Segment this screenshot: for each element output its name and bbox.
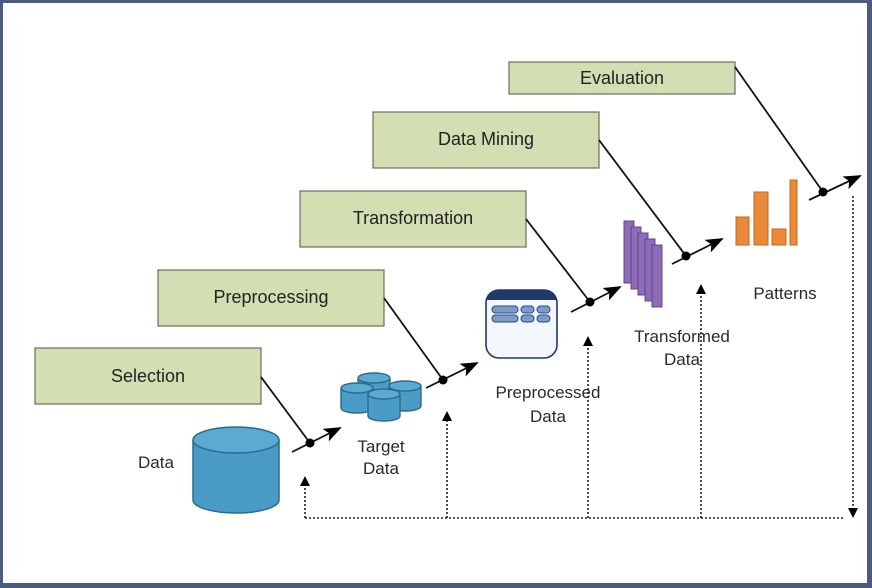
junction-arrow-5: [808, 175, 862, 201]
stage-label: Preprocessing: [213, 287, 328, 307]
cylinder-top: [367, 388, 401, 400]
stage-transformation: Transformation: [299, 190, 527, 248]
layer-sheet: [651, 244, 663, 308]
feedback-loop: [300, 196, 858, 519]
database-cluster-icon: [340, 372, 422, 422]
junction-arrow-3: [570, 286, 622, 313]
stage-label: Transformation: [353, 208, 473, 228]
stage-evaluation: Evaluation: [508, 61, 736, 95]
artifact-label-patterns: Patterns: [753, 284, 816, 303]
stage-label: Data Mining: [438, 129, 534, 149]
cylinder-body: [367, 394, 401, 422]
stage-label: Selection: [111, 366, 185, 386]
junction-arrow-2: [425, 362, 479, 389]
artifact-label-target-data-line1: Target: [357, 437, 405, 456]
diagram-canvas: Selection Preprocessing Transformation D…: [3, 3, 867, 583]
artifact-label-data: Data: [138, 453, 174, 472]
connector-evaluation: [734, 66, 824, 193]
artifact-label-preprocessed-line1: Preprocessed: [496, 383, 601, 402]
kdd-diagram: Selection Preprocessing Transformation D…: [34, 61, 862, 519]
bar-chart-icon: [735, 179, 798, 246]
stage-preprocessing: Preprocessing: [157, 269, 385, 327]
connector-data-mining: [598, 139, 687, 257]
cylinder-top: [357, 372, 391, 384]
stage-data-mining: Data Mining: [372, 111, 600, 169]
junction-arrow-4: [671, 238, 724, 265]
cylinder-top: [388, 380, 422, 392]
artifact-label-target-data-line2: Data: [363, 459, 399, 478]
artifact-label-transformed-line2: Data: [664, 350, 700, 369]
connector-preprocessing: [383, 297, 444, 381]
database-cylinder-icon: [192, 426, 280, 514]
connector-transformation: [525, 218, 591, 303]
stage-selection: Selection: [34, 347, 262, 405]
stage-label: Evaluation: [580, 68, 664, 88]
cylinder-top: [340, 382, 374, 394]
artifact-label-preprocessed-line2: Data: [530, 407, 566, 426]
stacked-layers-icon: [623, 220, 663, 308]
artifact-label-transformed-line1: Transformed: [634, 327, 730, 346]
connector-selection: [260, 376, 311, 444]
data-table-icon: [485, 289, 558, 359]
junction-arrow-1: [291, 427, 342, 453]
